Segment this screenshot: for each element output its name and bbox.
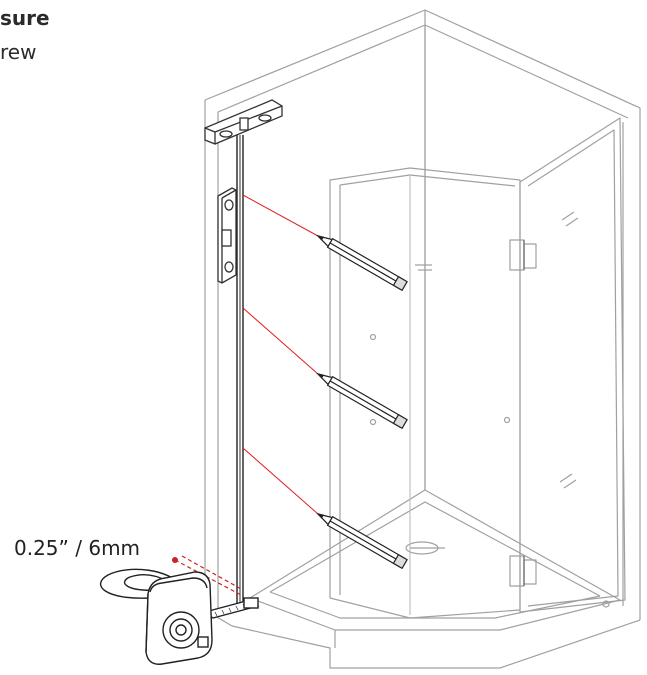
measurement-label: 0.25” / 6mm (14, 536, 141, 560)
hinge-bottom (509, 555, 537, 587)
wall-profile (236, 135, 244, 606)
hinge-top (509, 239, 537, 271)
pencil-icon (316, 234, 408, 292)
shower-enclosure (204, 9, 641, 669)
spirit-level-icon (204, 99, 283, 145)
instruction-title: sure (0, 6, 50, 30)
shower-tray (231, 619, 641, 669)
offset-indicator (172, 555, 244, 597)
instruction-subtitle: rew (0, 40, 37, 64)
vertical-level (217, 187, 237, 284)
tape-measure-icon (99, 568, 260, 665)
laser-lines (242, 194, 319, 515)
wall-top-edge (204, 9, 641, 620)
pencil-icon (316, 512, 408, 570)
pencil-icon (316, 372, 408, 430)
glass-door (519, 117, 626, 613)
